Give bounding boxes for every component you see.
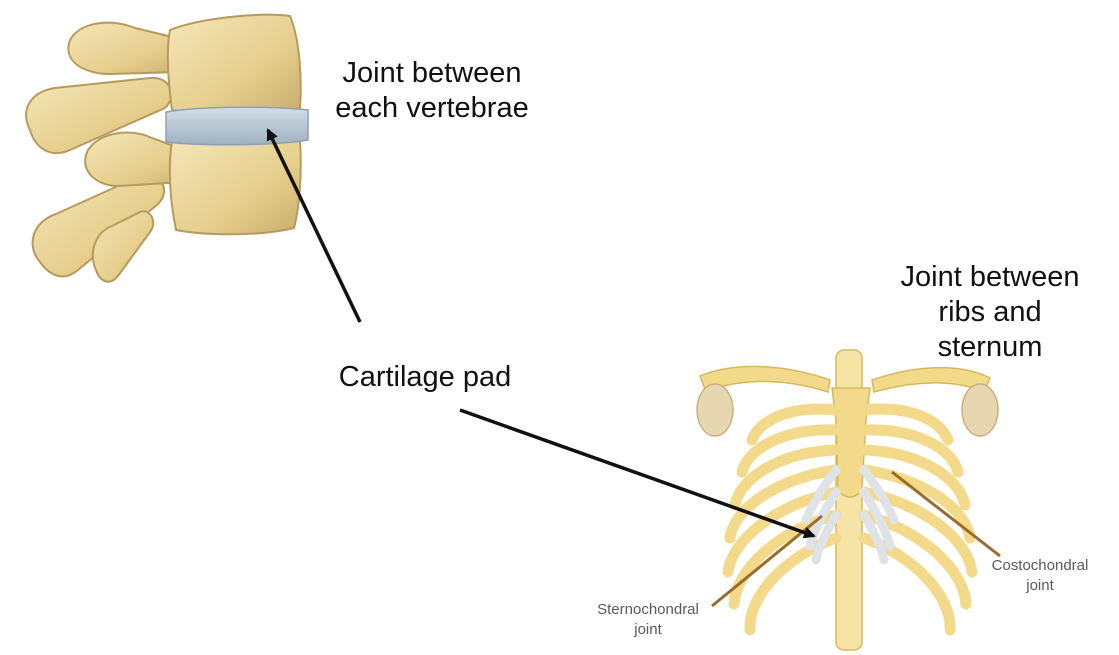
- cartilage-pad-label: Cartilage pad: [305, 360, 545, 395]
- upper-vertebral-body: [168, 15, 301, 113]
- intervertebral-disc: [166, 107, 308, 145]
- ribcage-illustration: [697, 350, 1000, 650]
- costochondral-joint-label: Costochondral joint: [970, 556, 1110, 596]
- left-shoulder: [697, 384, 733, 436]
- vertebrae-illustration: [26, 15, 308, 282]
- costochondral-leader-line: [892, 472, 1000, 556]
- vertebrae-joint-label: Joint between each vertebrae: [312, 56, 552, 126]
- lower-vertebral-body: [170, 137, 301, 234]
- ribs-sternum-joint-label: Joint between ribs and sternum: [870, 260, 1110, 365]
- sternochondral-joint-label: Sternochondral joint: [568, 600, 728, 640]
- right-shoulder: [962, 384, 998, 436]
- sternum: [832, 388, 870, 497]
